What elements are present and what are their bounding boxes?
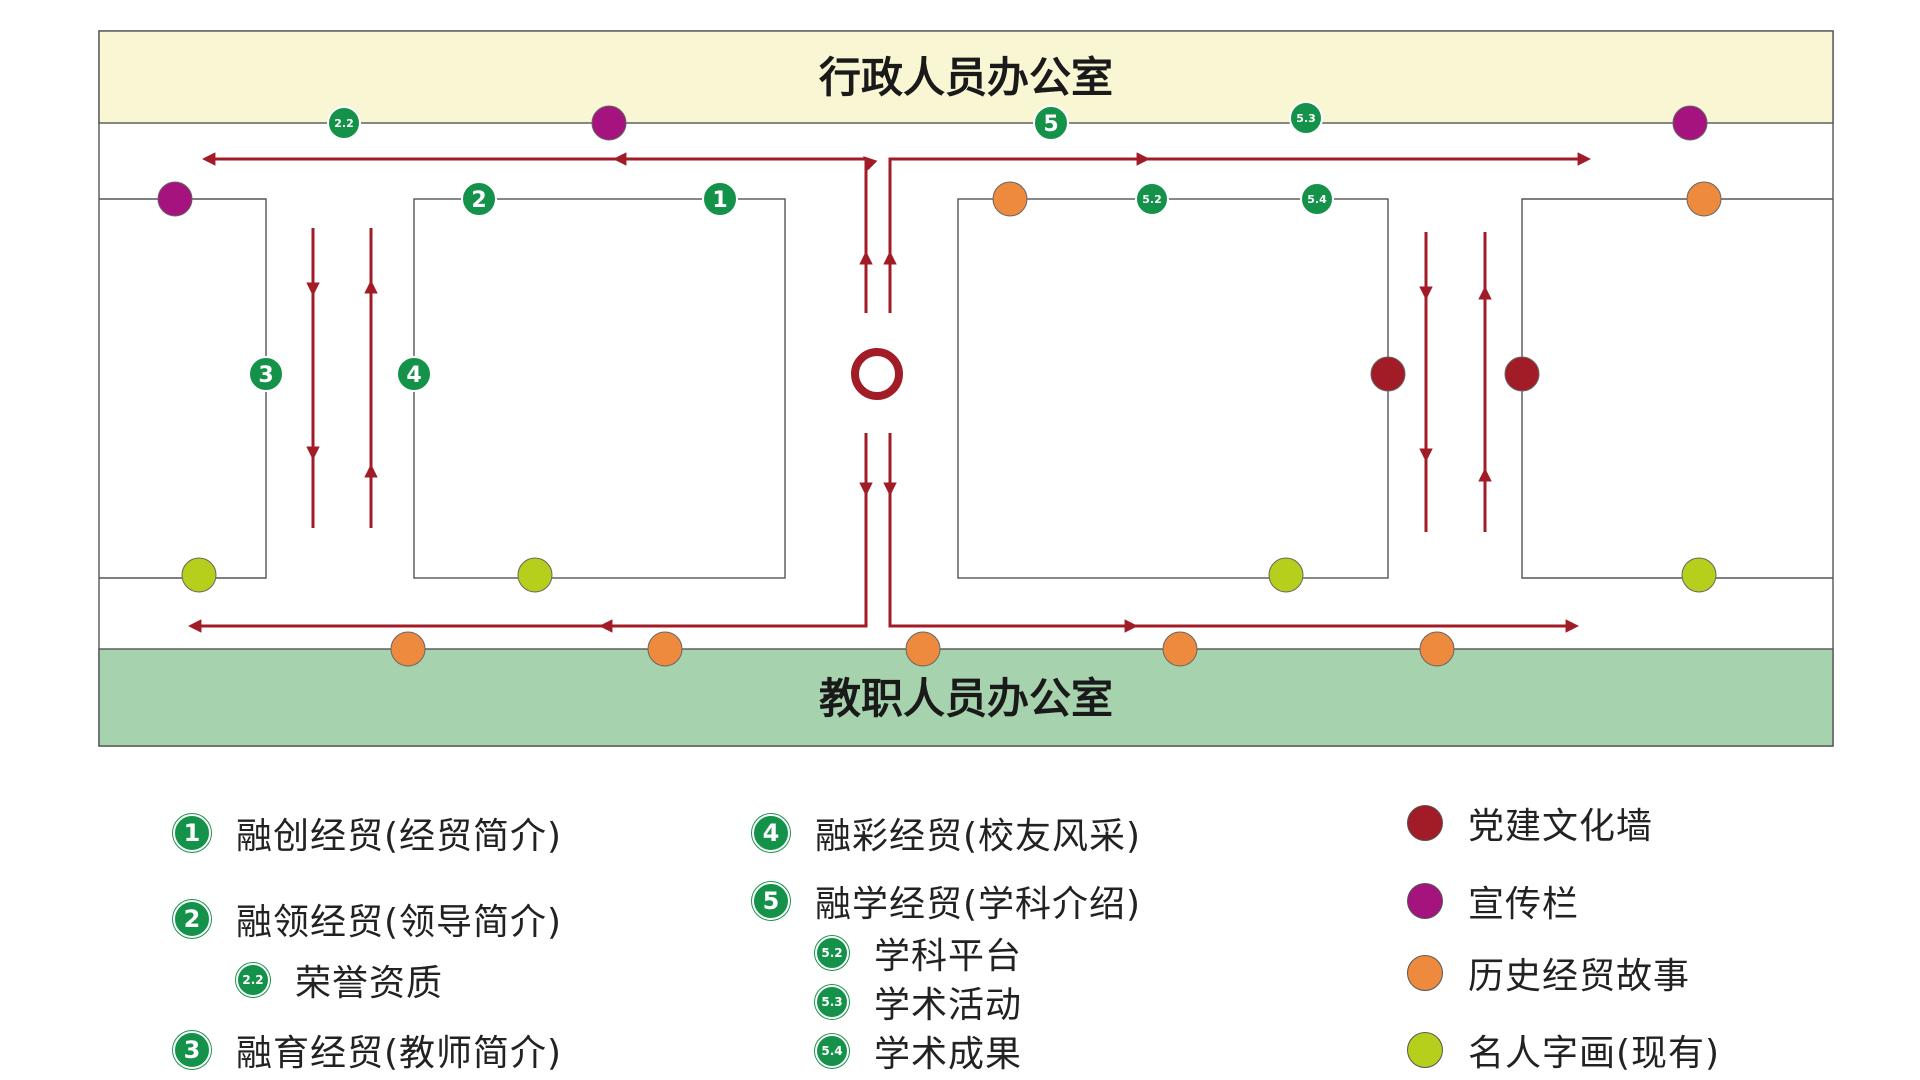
staff-office-label: 教职人员办公室 [819, 674, 1113, 723]
calligraphy-painting-dot [1268, 557, 1304, 593]
legend-item-5-4: 5.4 学术成果 [815, 1026, 1022, 1076]
legend-label-2: 融领经贸(领导简介) [236, 902, 563, 943]
legend-category-label: 党建文化墙 [1468, 806, 1654, 847]
legend-category-party-wall: 党建文化墙 [1407, 798, 1653, 848]
legend-marker-5-3: 5.3 [815, 985, 849, 1019]
legend-label-4: 融彩经贸(校友风采) [815, 816, 1142, 857]
legend-item-1: 1 融创经贸(经贸简介) [173, 808, 562, 858]
legend-category-bulletin: 宣传栏 [1407, 876, 1579, 926]
legend-marker-5-4: 5.4 [815, 1034, 849, 1068]
legend-item-5-3: 5.3 学术活动 [815, 977, 1022, 1027]
legend-marker-5-2: 5.2 [815, 936, 849, 970]
calligraphy-painting-dot [517, 557, 553, 593]
calligraphy-painting-legend-dot [1407, 1032, 1443, 1068]
marker-5-2: 5.2 [1135, 182, 1169, 216]
legend-marker-3: 3 [173, 1031, 211, 1069]
bulletin-board-dot [591, 105, 627, 141]
history-story-dot [647, 631, 683, 667]
bulletin-board-dot [1672, 105, 1708, 141]
history-story-dot [992, 181, 1028, 217]
marker-5: 5 [1033, 105, 1069, 141]
marker-5-3: 5.3 [1289, 101, 1323, 135]
marker-5-4: 5.4 [1300, 182, 1334, 216]
marker-5-2-label: 5.2 [1142, 193, 1162, 206]
legend-category-label: 名人字画(现有) [1468, 1033, 1721, 1074]
marker-3-label: 3 [258, 363, 273, 388]
calligraphy-painting-dot [181, 557, 217, 593]
history-story-dot [905, 631, 941, 667]
legend-marker-2-2: 2.2 [236, 963, 270, 997]
marker-4: 4 [396, 356, 432, 392]
legend-item-3: 3 融育经贸(教师简介) [173, 1025, 562, 1075]
legend-label-5: 融学经贸(学科介绍) [815, 884, 1142, 925]
admin-office-area [98, 30, 1834, 124]
marker-2-2: 2.2 [327, 106, 361, 140]
bulletin-board-legend-dot [1407, 883, 1443, 919]
marker-2-2-label: 2.2 [334, 117, 354, 130]
legend-label-5-2: 学科平台 [874, 936, 1023, 977]
admin-office-label: 行政人员办公室 [819, 53, 1113, 102]
marker-5-3-label: 5.3 [1296, 112, 1316, 125]
legend-marker-5: 5 [752, 882, 790, 920]
legend-label-1: 融创经贸(经贸简介) [236, 816, 563, 857]
party-culture-wall-dot [1370, 356, 1406, 392]
legend-category-label: 历史经贸故事 [1468, 956, 1691, 997]
legend-label-3: 融育经贸(教师简介) [236, 1033, 563, 1074]
history-story-dot [1162, 631, 1198, 667]
marker-1-label: 1 [712, 188, 727, 213]
floor-outline [98, 30, 1834, 747]
legend-label-5-4: 学术成果 [874, 1034, 1023, 1075]
legend-category-calligraphy: 名人字画(现有) [1407, 1025, 1720, 1075]
party-culture-wall-legend-dot [1407, 805, 1443, 841]
legend-category-history: 历史经贸故事 [1407, 948, 1690, 998]
legend-label-5-3: 学术活动 [874, 985, 1023, 1026]
history-story-legend-dot [1407, 955, 1443, 991]
legend-label-2-2: 荣誉资质 [295, 963, 444, 1004]
legend-marker-4: 4 [752, 814, 790, 852]
bulletin-board-dot [157, 181, 193, 217]
history-story-dot [1686, 181, 1722, 217]
legend-item-2-2: 2.2 荣誉资质 [236, 955, 443, 1005]
marker-3: 3 [248, 356, 284, 392]
legend-category-label: 宣传栏 [1468, 884, 1580, 925]
history-story-dot [1419, 631, 1455, 667]
marker-2: 2 [461, 181, 497, 217]
legend-marker-2: 2 [173, 900, 211, 938]
marker-5-label: 5 [1043, 112, 1058, 137]
legend-item-4: 4 融彩经贸(校友风采) [752, 808, 1141, 858]
legend-marker-1: 1 [173, 814, 211, 852]
marker-1: 1 [702, 181, 738, 217]
legend-item-5: 5 融学经贸(学科介绍) [752, 876, 1141, 926]
marker-5-4-label: 5.4 [1307, 193, 1327, 206]
calligraphy-painting-dot [1681, 557, 1717, 593]
history-story-dot [390, 631, 426, 667]
party-culture-wall-dot [1504, 356, 1540, 392]
marker-2-label: 2 [471, 188, 486, 213]
start-point-ring [851, 348, 903, 400]
legend-item-5-2: 5.2 学科平台 [815, 928, 1022, 978]
legend-item-2: 2 融领经贸(领导简介) [173, 894, 562, 944]
marker-4-label: 4 [406, 363, 421, 388]
staff-office-area [98, 648, 1834, 747]
